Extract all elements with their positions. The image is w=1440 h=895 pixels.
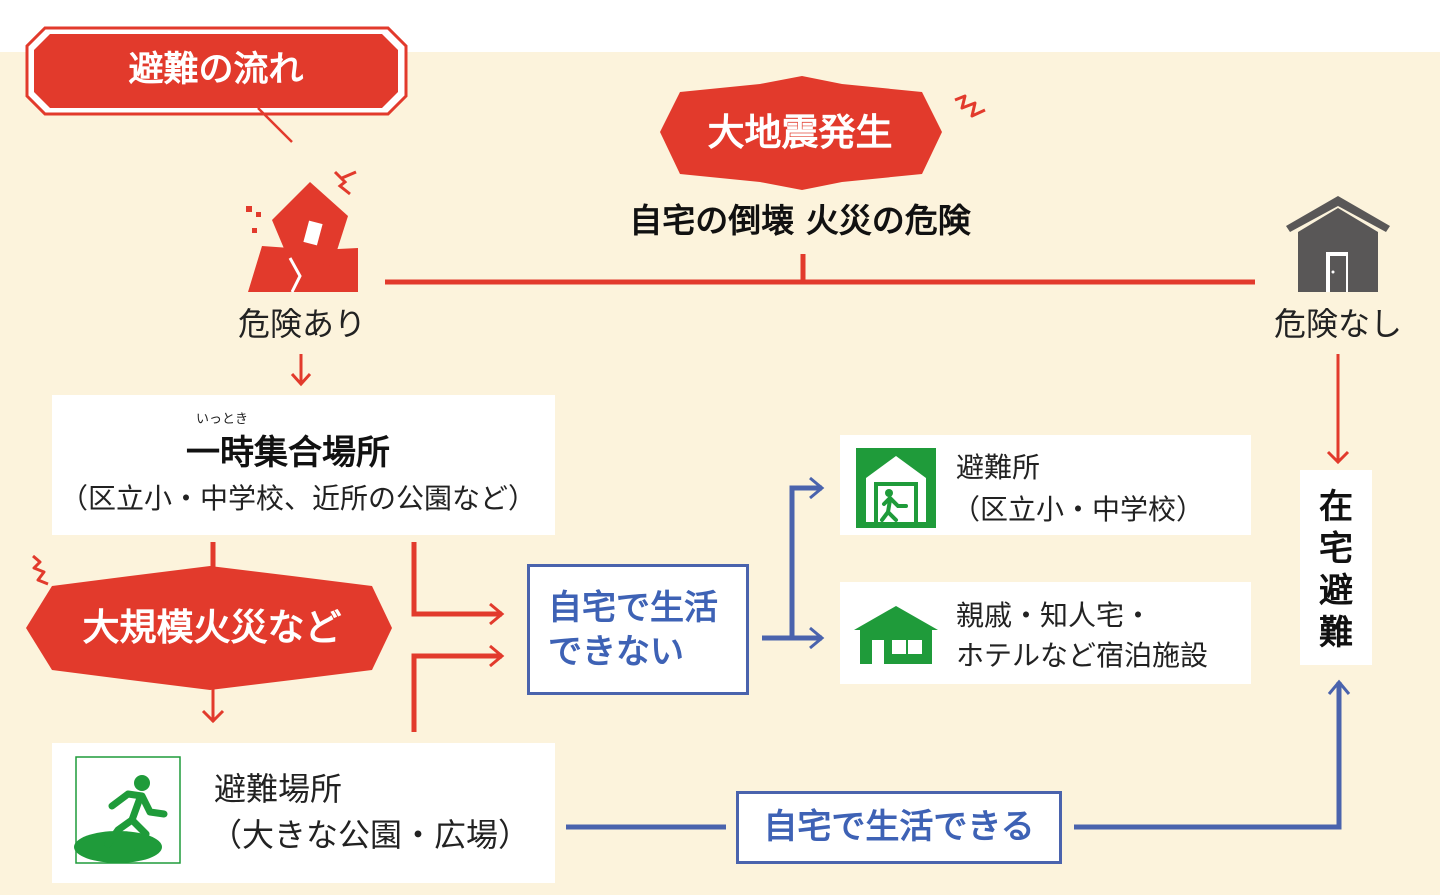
temp-assembly-title: 一時集合場所 <box>186 433 390 473</box>
home-stay-char-2: 宅 <box>1319 529 1353 569</box>
title-callout <box>25 26 408 143</box>
cannot-live-box <box>527 564 749 695</box>
home-stay-box <box>1300 470 1372 665</box>
page-title: 避難の流れ <box>128 50 304 90</box>
danger-absent-label: 危険なし <box>1273 305 1402 343</box>
cannot-live-line1: 自宅で生活 <box>548 588 718 628</box>
can-live-box <box>736 791 1062 864</box>
shelter-title: 避難所 <box>956 451 1041 484</box>
home-stay-char-3: 避 <box>1319 571 1353 611</box>
evac-site-title: 避難場所 <box>214 770 343 808</box>
temp-assembly-detail: （区立小・中学校、近所の公園など） <box>60 482 537 515</box>
evac-site-detail: （大きな公園・広場） <box>210 816 531 854</box>
home-stay-char-1: 在 <box>1319 487 1353 527</box>
shake-mark-left <box>32 554 49 586</box>
relatives-line1: 親戚・知人宅・ <box>956 599 1153 632</box>
danger-causes-label: 自宅の倒壊 火災の危険 <box>629 201 971 240</box>
danger-present-label: 危険あり <box>237 305 366 343</box>
shake-mark-top <box>954 94 986 118</box>
relatives-line2: ホテルなど宿泊施設 <box>956 639 1209 672</box>
earthquake-burst <box>660 76 942 190</box>
temp-assembly-box <box>52 395 555 535</box>
home-stay-char-4: 難 <box>1319 613 1353 653</box>
can-live-label: 自宅で生活できる <box>763 807 1035 847</box>
earthquake-label: 大地震発生 <box>707 111 893 154</box>
house-icon <box>1286 196 1390 292</box>
temp-assembly-ruby: いっとき <box>196 412 249 427</box>
fire-burst <box>26 566 392 690</box>
cannot-live-line2: できない <box>548 632 684 672</box>
collapsed-house-icon <box>246 170 358 293</box>
fire-label: 大規模火災など <box>82 606 342 649</box>
shelter-detail: （区立小・中学校） <box>952 493 1205 526</box>
